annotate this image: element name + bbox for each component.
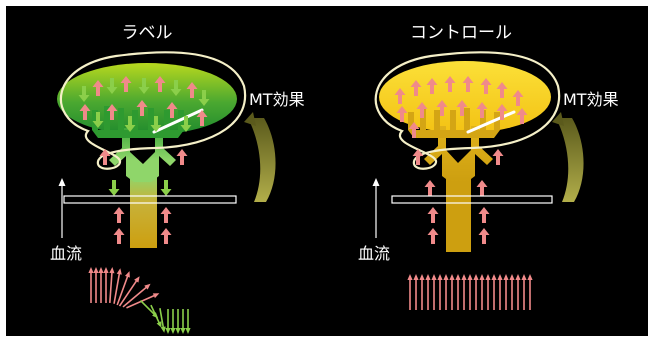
pink-arrow-icon [425,274,430,310]
label-flow-label: 血流 [50,244,82,263]
control-spin-arrows [407,274,532,310]
pink-arrow-icon [503,274,508,310]
flow-arrow-icon [373,178,380,238]
pink-arrow-icon [419,274,424,310]
mt-curved-arrow-icon [556,118,584,202]
pink-arrow-icon [509,274,514,310]
pink-arrow-icon [497,274,502,310]
label-panel-title: ラベル [122,23,173,43]
pink-arrow-icon [107,267,115,303]
green-arrow-icon [165,309,170,334]
pink-arrow-icon [88,267,93,303]
diagram-canvas: ラベル [6,6,648,336]
pink-arrow-icon [114,228,125,244]
pink-arrow-icon [527,274,532,310]
green-arrow-icon [175,309,180,334]
control-plane [392,196,552,203]
pink-arrow-icon [515,274,520,310]
pink-arrow-icon [455,274,460,310]
pink-arrow-icon [443,274,448,310]
pink-arrow-icon [493,149,504,165]
pink-arrow-icon [431,274,436,310]
green-arrow-icon [109,180,120,196]
pink-arrow-icon [161,228,172,244]
label-mt-label: MT効果 [249,90,305,109]
pink-arrow-icon [461,274,466,310]
pink-arrow-icon [485,274,490,310]
pink-arrow-icon [467,274,472,310]
control-panel: コントロール [358,23,619,310]
pink-arrow-icon [413,274,418,310]
pink-arrow-icon [407,274,412,310]
pink-arrow-icon [114,207,125,223]
pink-arrow-icon [449,274,454,310]
pink-arrow-icon [473,274,478,310]
pink-arrow-icon [161,207,172,223]
pink-arrow-icon [521,274,526,310]
diagram-svg: ラベル [6,6,648,336]
label-spin-arrows [88,267,190,334]
pink-arrow-icon [479,274,484,310]
pink-arrow-icon [425,180,436,196]
control-mt-label: MT効果 [563,90,619,109]
pink-arrow-icon [111,268,122,304]
pink-arrow-icon [177,149,188,165]
green-arrow-icon [170,309,175,334]
label-panel: ラベル [50,23,305,334]
pink-arrow-icon [428,207,439,223]
pink-arrow-icon [103,267,108,303]
flow-arrow-icon [59,178,66,238]
green-arrow-icon [161,180,172,196]
control-flow-label: 血流 [358,244,390,263]
pink-arrow-icon [93,267,98,303]
pink-arrow-icon [479,207,490,223]
green-arrow-icon [180,309,185,334]
pink-arrow-icon [491,274,496,310]
pink-arrow-icon [98,267,103,303]
green-arrow-icon [185,309,190,334]
pink-arrow-icon [437,274,442,310]
pink-arrow-icon [428,228,439,244]
mt-curved-arrow-icon [248,118,276,202]
pink-arrow-icon [477,180,488,196]
control-panel-title: コントロール [410,23,512,43]
pink-arrow-icon [479,228,490,244]
